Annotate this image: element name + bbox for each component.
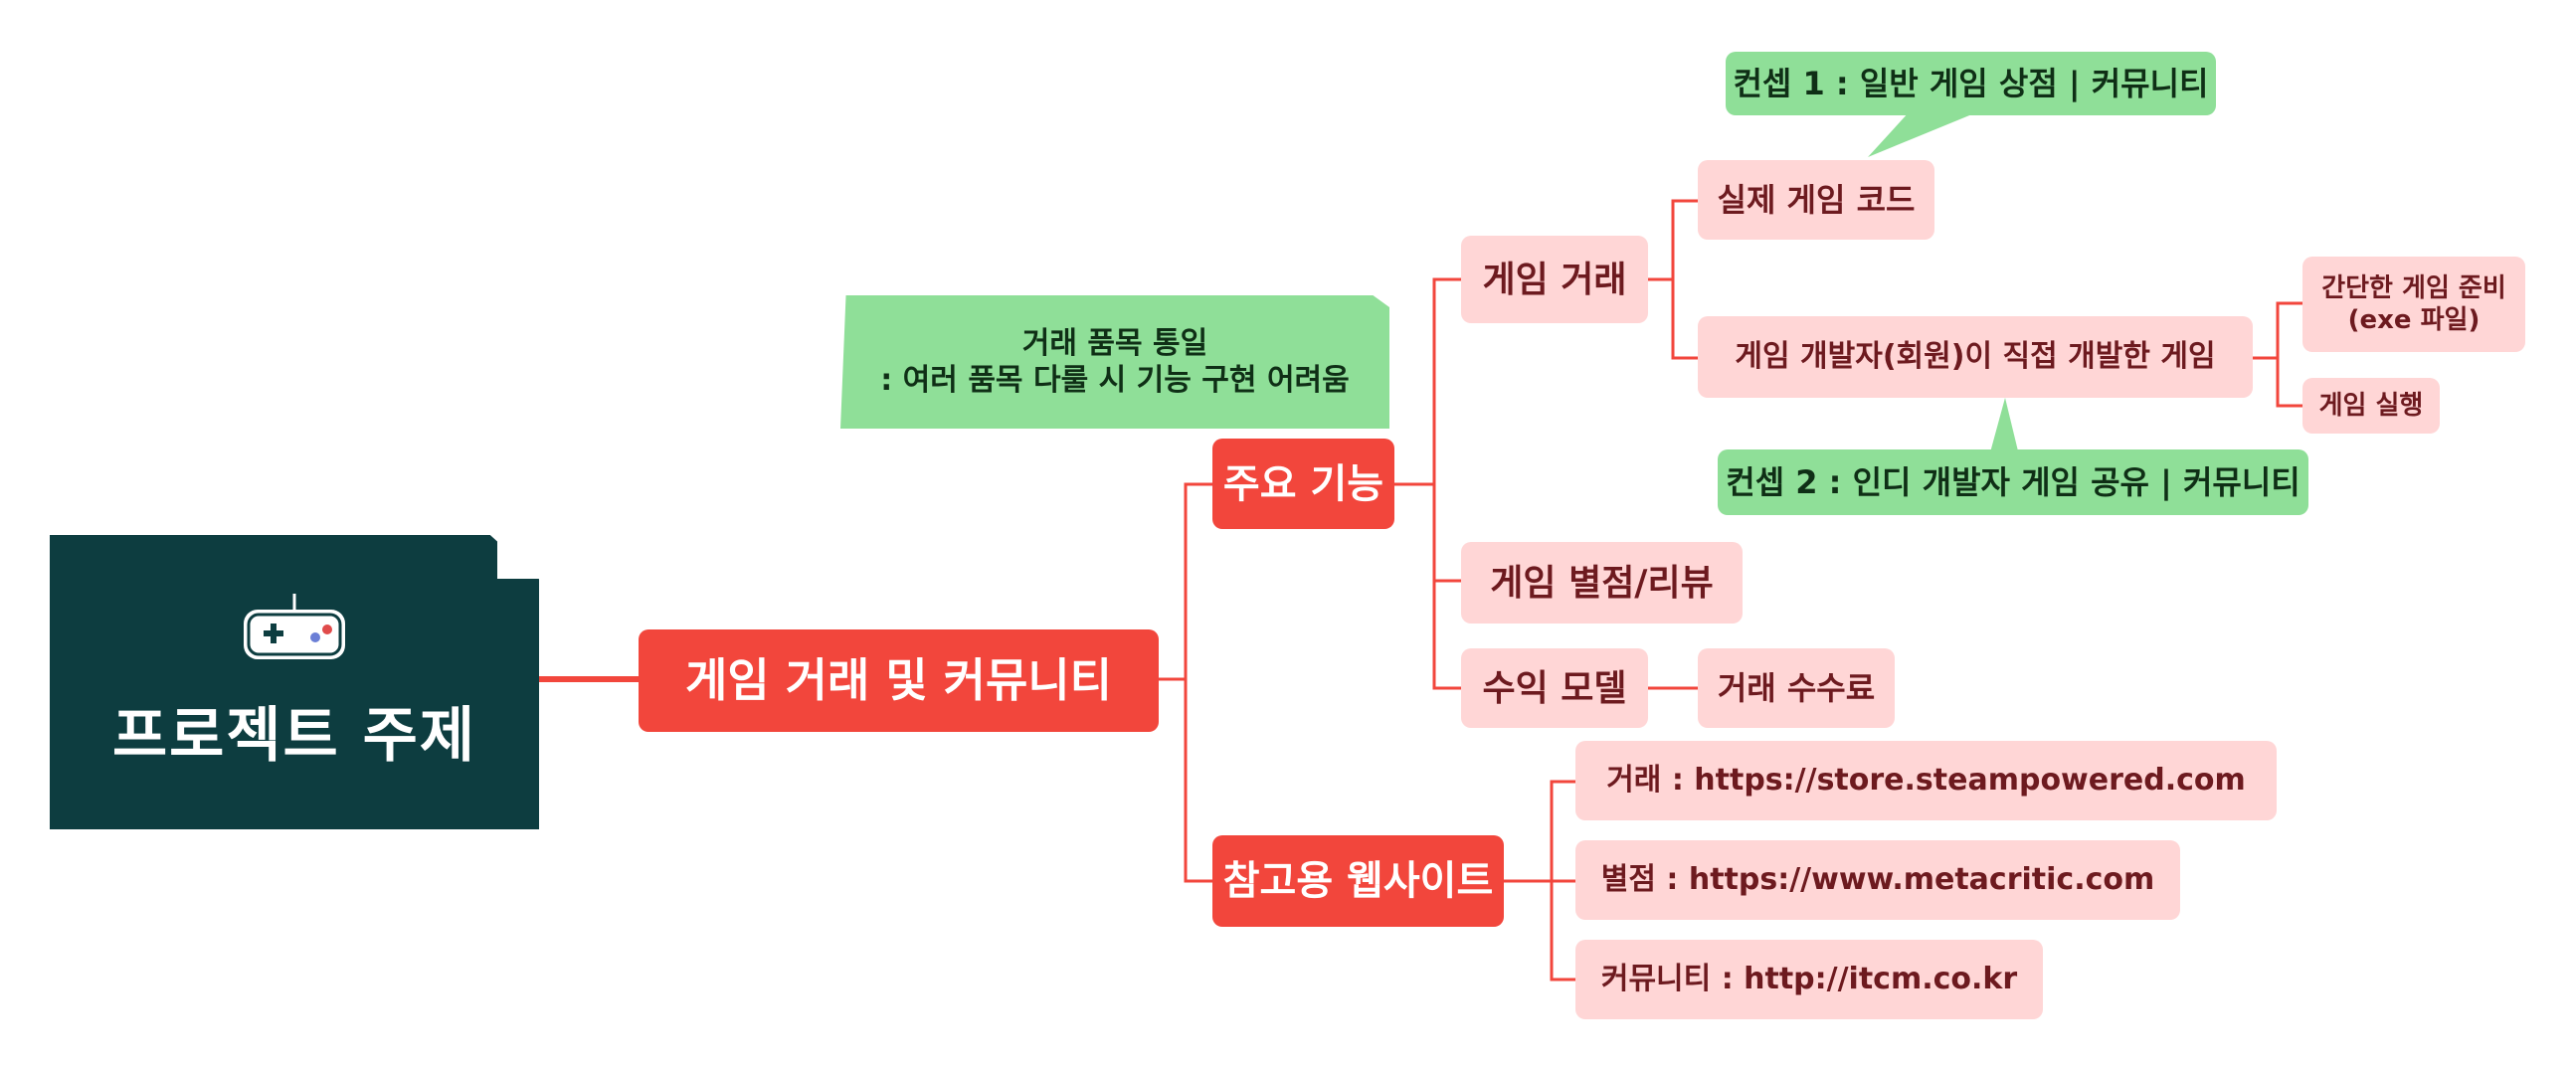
main-topic-node[interactable]: 게임 거래 및 커뮤니티: [639, 629, 1159, 732]
concept1-callout[interactable]: 컨셉 1 : 일반 게임 상점 | 커뮤니티: [1726, 52, 2216, 115]
gamepad-icon: [244, 593, 345, 659]
dev-game-label: 게임 개발자(회원)이 직접 개발한 게임: [1735, 339, 2216, 375]
features-label: 주요 기능: [1222, 460, 1384, 507]
reference-site-metacritic-label: 별점 : https://www.metacritic.com: [1600, 862, 2155, 898]
reference-site-steam[interactable]: 거래 : https://store.steampowered.com: [1575, 741, 2277, 820]
concept2-label: 컨셉 2 : 인디 개발자 게임 공유 | 커뮤니티: [1726, 463, 2300, 501]
root-node[interactable]: 프로젝트 주제: [50, 535, 539, 829]
note-line-2: : 여러 품목 다룰 시 기능 구현 어려움: [880, 363, 1350, 398]
rating-review-label: 게임 별점/리뷰: [1490, 562, 1714, 604]
dev-game-node[interactable]: 게임 개발자(회원)이 직접 개발한 게임: [1698, 316, 2253, 398]
game-run-node[interactable]: 게임 실행: [2302, 378, 2440, 434]
reference-site-steam-label: 거래 : https://store.steampowered.com: [1606, 763, 2246, 799]
rating-review-node[interactable]: 게임 별점/리뷰: [1461, 542, 1743, 624]
reference-site-itcm-label: 커뮤니티 : http://itcm.co.kr: [1600, 962, 2018, 997]
game-prep-line-1: 간단한 게임 준비: [2321, 272, 2506, 303]
concept2-callout[interactable]: 컨셉 2 : 인디 개발자 게임 공유 | 커뮤니티: [1718, 449, 2308, 515]
fee-label: 거래 수수료: [1717, 669, 1876, 707]
main-topic-label: 게임 거래 및 커뮤니티: [685, 652, 1112, 707]
game-run-label: 게임 실행: [2318, 390, 2424, 421]
game-prep-node[interactable]: 간단한 게임 준비 (exe 파일): [2302, 257, 2525, 352]
fee-node[interactable]: 거래 수수료: [1698, 648, 1895, 728]
revenue-node[interactable]: 수익 모델: [1461, 648, 1648, 728]
real-code-node[interactable]: 실제 게임 코드: [1698, 160, 1934, 240]
features-node[interactable]: 주요 기능: [1212, 439, 1394, 529]
references-label: 참고용 웹사이트: [1222, 858, 1494, 904]
reference-site-itcm[interactable]: 커뮤니티 : http://itcm.co.kr: [1575, 940, 2043, 1019]
note-callout[interactable]: 거래 품목 통일 : 여러 품목 다룰 시 기능 구현 어려움: [840, 295, 1389, 429]
game-trade-label: 게임 거래: [1482, 259, 1627, 300]
game-prep-line-2: (exe 파일): [2347, 305, 2481, 335]
real-code-label: 실제 게임 코드: [1717, 181, 1916, 219]
note-line-1: 거래 품목 통일: [1021, 325, 1208, 361]
reference-site-metacritic[interactable]: 별점 : https://www.metacritic.com: [1575, 840, 2180, 920]
revenue-label: 수익 모델: [1482, 667, 1627, 709]
concept1-label: 컨셉 1 : 일반 게임 상점 | 커뮤니티: [1733, 65, 2209, 102]
references-node[interactable]: 참고용 웹사이트: [1212, 835, 1504, 927]
root-title: 프로젝트 주제: [111, 700, 477, 771]
game-trade-node[interactable]: 게임 거래: [1461, 236, 1648, 323]
